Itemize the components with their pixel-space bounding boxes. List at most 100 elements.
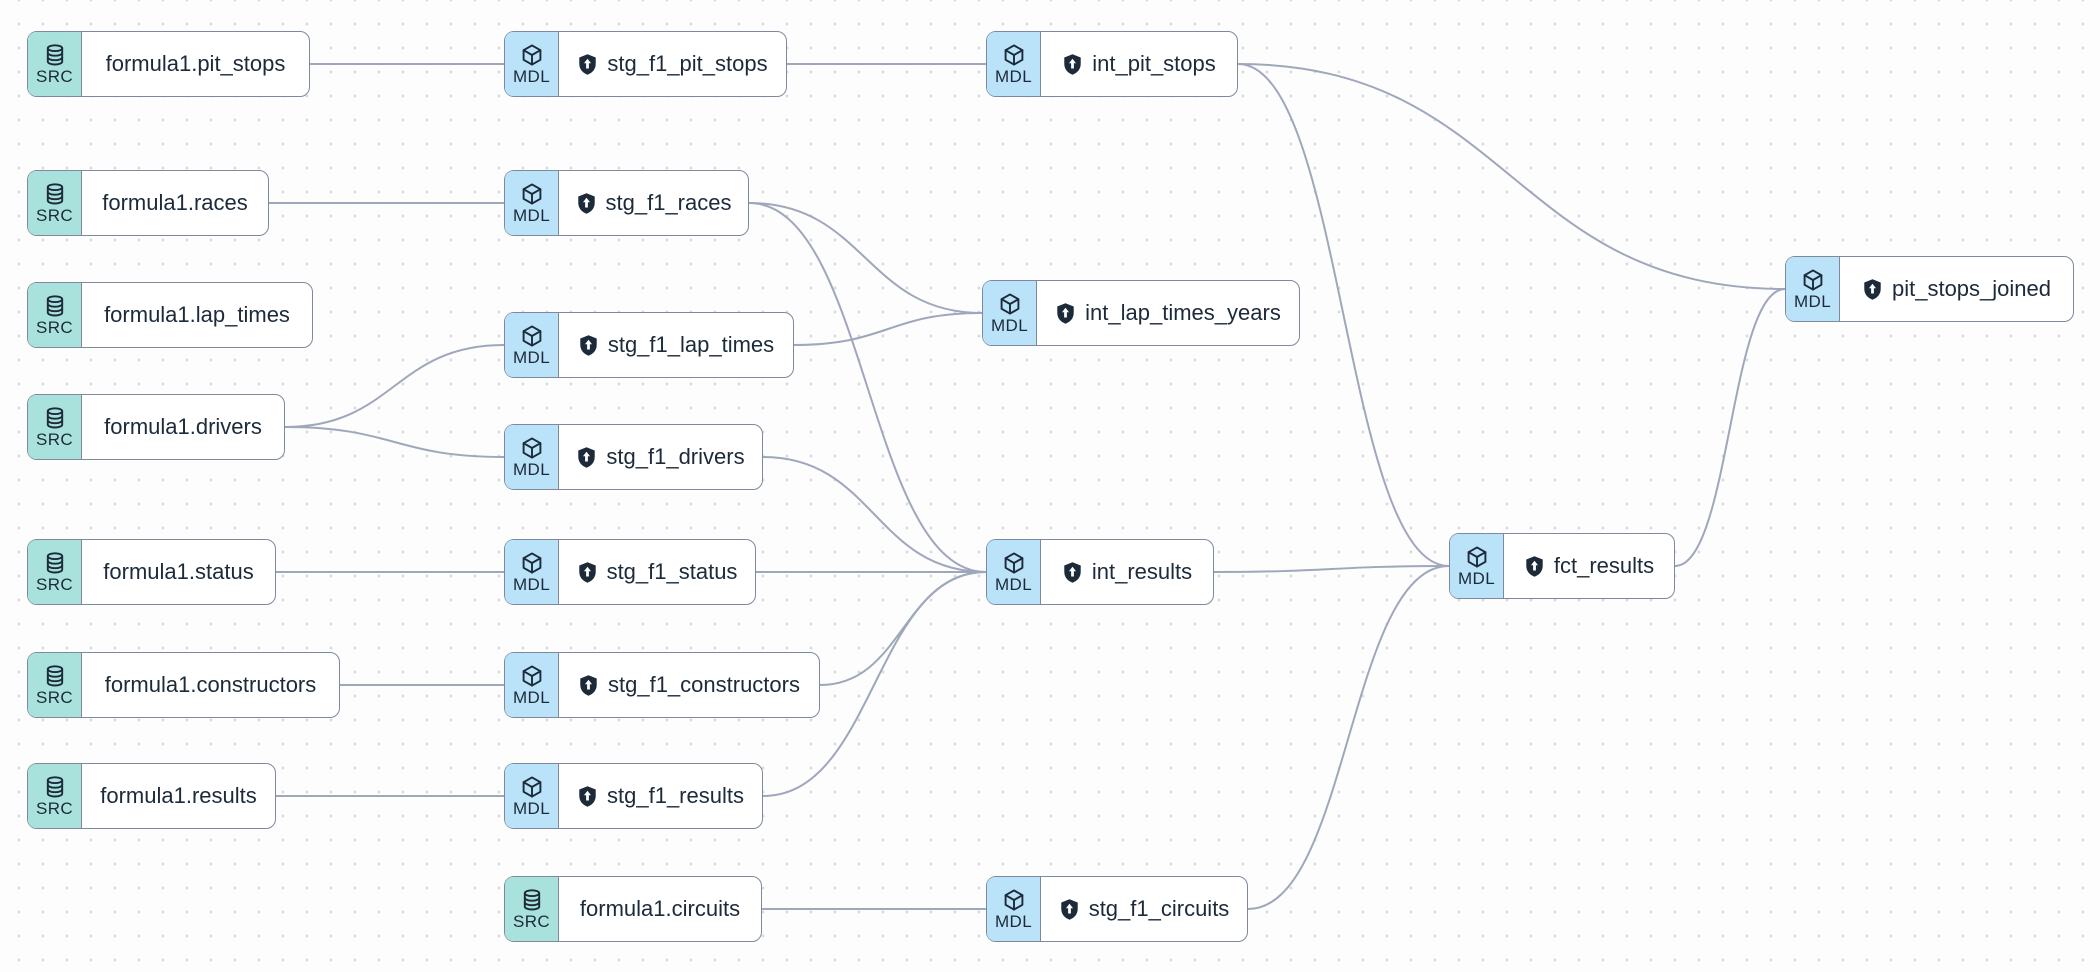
node-type-badge: SRC — [28, 764, 82, 828]
node-body: stg_f1_constructors — [559, 653, 819, 717]
node-body: pit_stops_joined — [1840, 257, 2073, 321]
node-body: int_results — [1041, 540, 1213, 604]
node-type-badge: MDL — [987, 32, 1041, 96]
edge-fct_results--pit_stops_joined — [1674, 288, 1786, 567]
node-type-badge: SRC — [28, 395, 82, 459]
node-type-badge: MDL — [983, 281, 1037, 345]
node-label: stg_f1_constructors — [608, 672, 800, 697]
shield-icon — [1062, 561, 1083, 584]
edge-formula1.drivers--stg_f1_drivers — [284, 426, 505, 458]
edge-stg_f1_races--int_lap_times_years — [748, 202, 983, 314]
shield-icon — [1862, 278, 1883, 301]
database-icon — [43, 43, 67, 67]
database-icon — [43, 775, 67, 799]
node-body: formula1.lap_times — [82, 283, 312, 347]
node-type-label: SRC — [35, 688, 74, 707]
node-stg_f1_drivers[interactable]: MDL stg_f1_drivers — [504, 424, 763, 490]
cube-icon — [520, 775, 544, 799]
node-stg_f1_status[interactable]: MDL stg_f1_status — [504, 539, 756, 605]
shield-icon — [577, 561, 598, 584]
node-type-label: MDL — [990, 316, 1029, 335]
node-type-label: MDL — [1793, 292, 1832, 311]
node-type-badge: MDL — [505, 425, 559, 489]
node-body: formula1.status — [82, 540, 275, 604]
node-label: stg_f1_circuits — [1088, 896, 1230, 921]
cube-icon — [520, 664, 544, 688]
node-type-label: MDL — [512, 799, 551, 818]
node-fct_results[interactable]: MDL fct_results — [1449, 533, 1675, 599]
node-label: int_results — [1091, 559, 1193, 584]
cube-icon — [1002, 43, 1026, 67]
edge-stg_f1_circuits--fct_results — [1247, 565, 1450, 910]
cube-icon — [520, 436, 544, 460]
node-label: stg_f1_lap_times — [607, 332, 775, 357]
node-int_results[interactable]: MDL int_results — [986, 539, 1214, 605]
cube-icon — [1465, 545, 1489, 569]
node-type-badge: MDL — [505, 313, 559, 377]
node-body: stg_f1_status — [559, 540, 755, 604]
node-type-label: SRC — [35, 799, 74, 818]
node-label: stg_f1_drivers — [606, 444, 745, 469]
shield-icon — [578, 674, 599, 697]
node-stg_f1_circuits[interactable]: MDL stg_f1_circuits — [986, 876, 1248, 942]
node-formula1.results[interactable]: SRC formula1.results — [27, 763, 276, 829]
node-body: formula1.results — [82, 764, 275, 828]
node-body: formula1.constructors — [82, 653, 339, 717]
node-type-badge: MDL — [987, 877, 1041, 941]
node-label: formula1.races — [102, 190, 248, 215]
shield-icon — [577, 53, 598, 76]
node-type-label: MDL — [994, 912, 1033, 931]
node-label: formula1.constructors — [104, 672, 317, 697]
node-body: stg_f1_circuits — [1041, 877, 1247, 941]
node-body: fct_results — [1504, 534, 1674, 598]
node-type-label: MDL — [512, 460, 551, 479]
node-type-label: SRC — [35, 575, 74, 594]
node-label: formula1.lap_times — [104, 302, 290, 327]
cube-icon — [1801, 268, 1825, 292]
node-type-label: SRC — [35, 430, 74, 449]
node-type-badge: MDL — [505, 653, 559, 717]
cube-icon — [520, 551, 544, 575]
shield-icon — [577, 785, 598, 808]
database-icon — [43, 551, 67, 575]
node-formula1.status[interactable]: SRC formula1.status — [27, 539, 276, 605]
node-label: stg_f1_pit_stops — [607, 51, 768, 76]
edge-stg_f1_races--int_results — [748, 202, 987, 573]
node-type-label: MDL — [512, 348, 551, 367]
edge-stg_f1_lap_times--int_lap_times_years — [793, 312, 983, 346]
node-stg_f1_constructors[interactable]: MDL stg_f1_constructors — [504, 652, 820, 718]
cube-icon — [520, 182, 544, 206]
node-label: pit_stops_joined — [1891, 276, 2051, 301]
node-type-label: MDL — [512, 688, 551, 707]
node-type-badge: MDL — [1786, 257, 1840, 321]
node-body: formula1.pit_stops — [82, 32, 309, 96]
database-icon — [43, 294, 67, 318]
shield-icon — [576, 192, 597, 215]
node-int_lap_times_years[interactable]: MDL int_lap_times_years — [982, 280, 1300, 346]
node-body: int_pit_stops — [1041, 32, 1237, 96]
node-label: formula1.pit_stops — [105, 51, 286, 76]
node-stg_f1_results[interactable]: MDL stg_f1_results — [504, 763, 763, 829]
shield-icon — [1524, 555, 1545, 578]
node-body: stg_f1_results — [559, 764, 762, 828]
node-stg_f1_lap_times[interactable]: MDL stg_f1_lap_times — [504, 312, 794, 378]
edge-int_pit_stops--pit_stops_joined — [1237, 63, 1786, 290]
node-type-label: MDL — [1457, 569, 1496, 588]
edge-stg_f1_drivers--int_results — [762, 456, 987, 573]
node-stg_f1_pit_stops[interactable]: MDL stg_f1_pit_stops — [504, 31, 787, 97]
node-label: stg_f1_races — [605, 190, 732, 215]
node-stg_f1_races[interactable]: MDL stg_f1_races — [504, 170, 749, 236]
node-formula1.constructors[interactable]: SRC formula1.constructors — [27, 652, 340, 718]
node-type-label: MDL — [512, 575, 551, 594]
node-pit_stops_joined[interactable]: MDL pit_stops_joined — [1785, 256, 2074, 322]
database-icon — [43, 406, 67, 430]
node-int_pit_stops[interactable]: MDL int_pit_stops — [986, 31, 1238, 97]
